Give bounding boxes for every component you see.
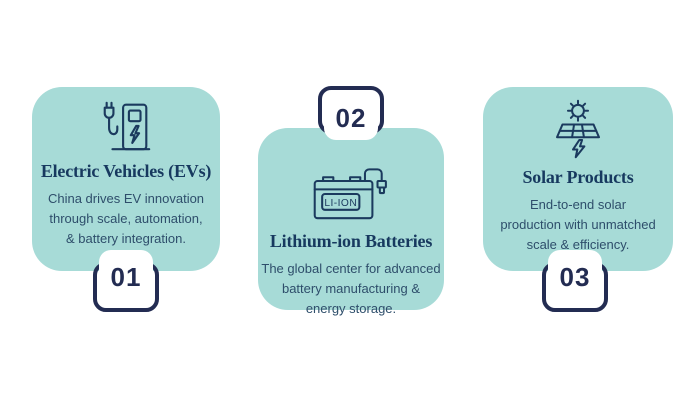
step-number: 02 xyxy=(335,102,367,133)
solar-panel-icon xyxy=(556,99,600,159)
card-lithium-ion-batteries: LI-ION Lithium-ion Batteries The global … xyxy=(258,128,444,316)
card-title: Electric Vehicles (EVs) xyxy=(40,161,212,181)
step-number: 03 xyxy=(559,261,591,292)
badge-background xyxy=(548,250,602,304)
card-description: End-to-end solar production with unmatch… xyxy=(500,197,656,252)
card-title: Solar Products xyxy=(522,167,634,187)
ev-charger-icon xyxy=(103,101,151,151)
step-badge-01: 01 xyxy=(93,250,159,314)
badge-background xyxy=(99,250,153,304)
battery-label: LI-ION xyxy=(324,198,357,209)
step-number: 01 xyxy=(110,261,142,292)
card-title: Lithium-ion Batteries xyxy=(269,231,433,251)
card-electric-vehicles: Electric Vehicles (EVs) China drives EV … xyxy=(32,87,220,271)
card-description: The global center for advanced battery m… xyxy=(261,261,441,316)
step-badge-02: 02 xyxy=(318,86,384,150)
card-solar-products: Solar Products End-to-end solar producti… xyxy=(483,87,673,271)
step-badge-03: 03 xyxy=(542,250,608,314)
li-ion-battery-icon: LI-ION xyxy=(313,168,387,220)
card-description: China drives EV innovation through scale… xyxy=(47,191,205,246)
badge-background xyxy=(324,96,378,140)
